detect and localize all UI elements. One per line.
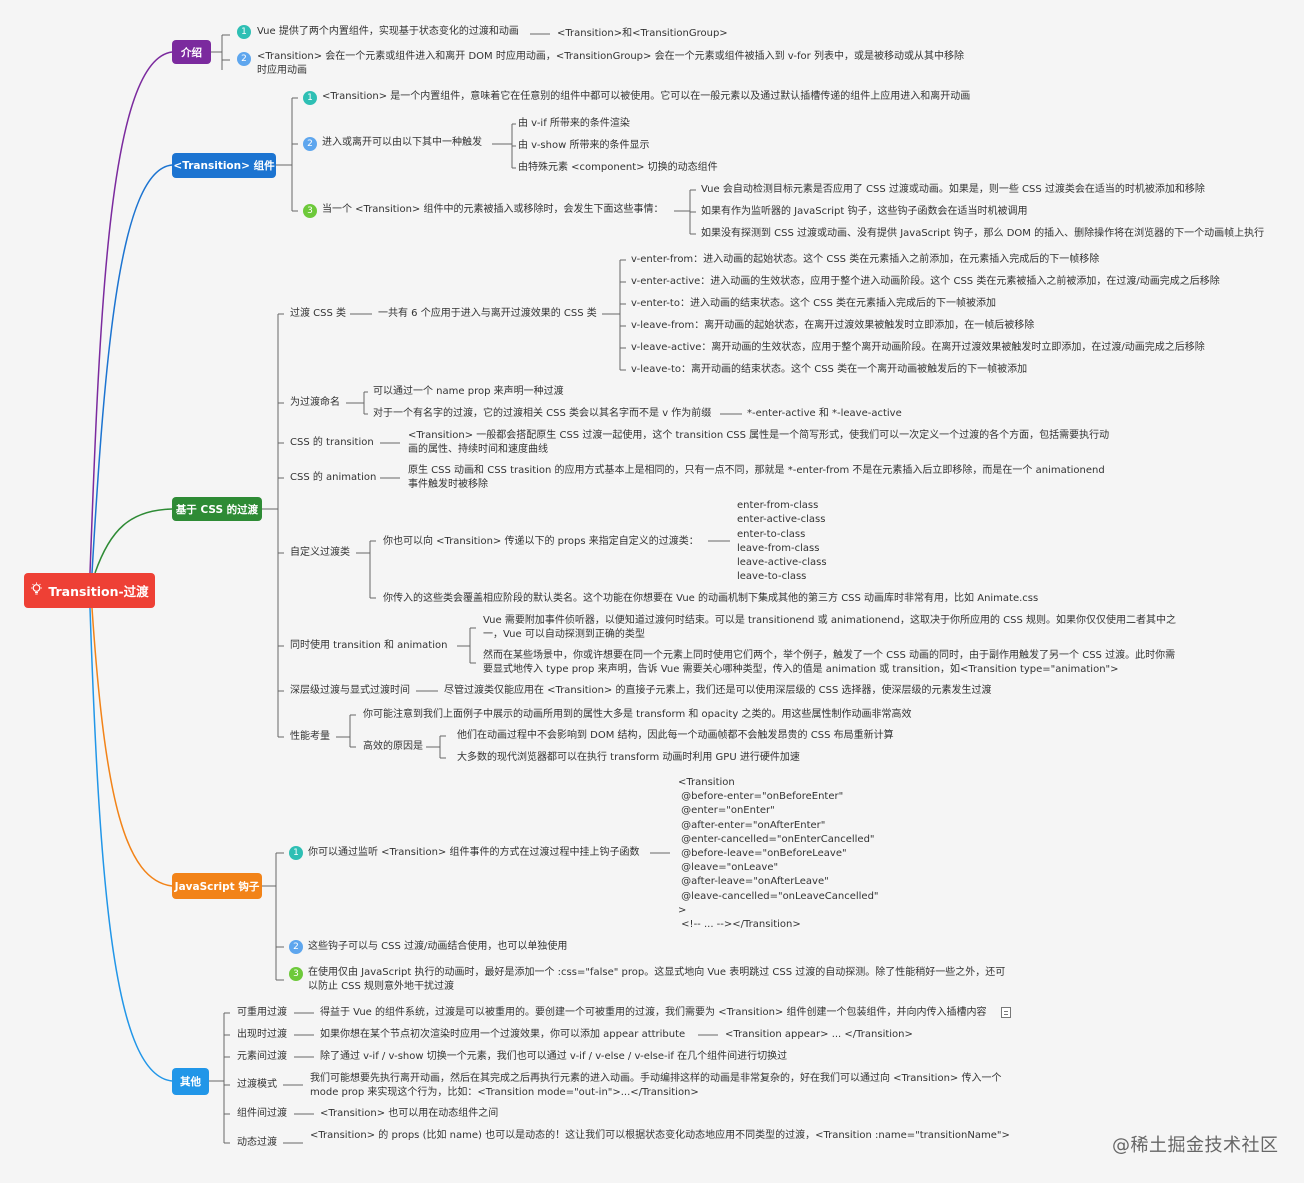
both-item: 然而在某些场景中，你或许想要在同一个元素上同时使用它们两个，举个例子，触发了一个…	[483, 650, 1176, 675]
transition-item-3: 当一个 <Transition> 组件中的元素被插入或移除时，会发生下面这些事情…	[322, 204, 664, 215]
css-class-item: v-enter-to：进入动画的结束状态。这个 CSS 类在元素插入完成后的下一…	[631, 298, 996, 309]
custom-classes-label: 自定义过渡类	[290, 547, 350, 558]
branch-node-css-transition[interactable]: 基于 CSS 的过渡	[172, 497, 262, 521]
naming-item: 对于一个有名字的过渡，它的过渡相关 CSS 类会以其名字而不是 v 作为前缀	[373, 408, 712, 419]
hooks-code-block: <Transition @before-enter="onBeforeEnter…	[678, 777, 879, 931]
number-badge: 1	[289, 846, 303, 860]
performance-reasons-label: 高效的原因是	[363, 741, 423, 752]
note-icon[interactable]	[1001, 1007, 1011, 1018]
number-badge: 1	[237, 25, 251, 39]
branch-node-js-hooks[interactable]: JavaScript 钩子	[172, 873, 262, 899]
performance-reason: 大多数的现代浏览器都可以在执行 transform 动画时利用 GPU 进行硬件…	[457, 752, 800, 763]
trigger-item: 由 v-show 所带来的条件显示	[518, 140, 650, 151]
others-item-label: 过渡模式	[237, 1079, 277, 1090]
event-item: 如果有作为监听器的 JavaScript 钩子，这些钩子函数会在适当时机被调用	[701, 206, 1028, 217]
transition-item-2: 进入或离开可以由以下其中一种触发	[322, 137, 482, 148]
others-item-text: <Transition> 也可以用在动态组件之间	[320, 1108, 499, 1119]
others-item-text: 我们可能想要先执行离开动画，然后在其完成之后再执行元素的进入动画。手动编排这样的…	[310, 1073, 1002, 1098]
css-class-item: v-leave-from：离开动画的起始状态，在离开过渡效果被触发时立即添加，在…	[631, 320, 1035, 331]
others-item-label: 可重用过渡	[237, 1007, 287, 1018]
custom-class-prop: enter-to-class	[737, 529, 806, 540]
both-item: Vue 需要附加事件侦听器，以便知道过渡何时结束。可以是 transitione…	[483, 615, 1176, 640]
css-transition-text: <Transition> 一般都会搭配原生 CSS 过渡一起使用，这个 tran…	[408, 430, 1110, 455]
css-animation-text: 原生 CSS 动画和 CSS trasition 的应用方式基本上是相同的，只有…	[408, 465, 1105, 490]
naming-item: 可以通过一个 name prop 来声明一种过渡	[373, 386, 564, 397]
js-item-2: 这些钩子可以与 CSS 过渡/动画结合使用，也可以单独使用	[308, 941, 568, 952]
nested-label: 深层级过渡与显式过渡时间	[290, 685, 410, 696]
others-item-text: 得益于 Vue 的组件系统，过渡是可以被重用的。要创建一个可被重用的过渡，我们需…	[320, 1007, 987, 1018]
root-node[interactable]: Transition-过渡	[24, 573, 155, 608]
branch-label: JavaScript 钩子	[174, 880, 260, 893]
trigger-item: 由特殊元素 <component> 切换的动态组件	[518, 162, 718, 173]
intro-item-2: <Transition> 会在一个元素或组件进入和离开 DOM 时应用动画，<T…	[257, 51, 964, 76]
css-transition-label: CSS 的 transition	[290, 437, 374, 448]
number-badge: 2	[289, 940, 303, 954]
css-animation-label: CSS 的 animation	[290, 472, 377, 483]
number-badge: 3	[289, 967, 303, 981]
js-item-3: 在使用仅由 JavaScript 执行的动画时，最好是添加一个 :css="fa…	[308, 967, 1006, 992]
transition-item-1: <Transition> 是一个内置组件，意味着它在任意别的组件中都可以被使用。…	[322, 91, 971, 102]
branch-label: 介绍	[181, 46, 202, 59]
custom-class-prop: leave-active-class	[737, 557, 827, 568]
performance-text: 你可能注意到我们上面例子中展示的动画所用到的属性大多是 transform 和 …	[363, 709, 912, 720]
performance-reason: 他们在动画过程中不会影响到 DOM 结构，因此每一个动画帧都不会触发昂贵的 CS…	[457, 730, 894, 741]
event-item: 如果没有探测到 CSS 过渡或动画、没有提供 JavaScript 钩子，那么 …	[701, 228, 1265, 239]
custom-class-prop: enter-active-class	[737, 514, 826, 525]
others-item-label: 出现时过渡	[237, 1029, 287, 1040]
others-item-label: 动态过渡	[237, 1137, 277, 1148]
branch-label: <Transition> 组件	[173, 160, 275, 172]
number-badge: 2	[237, 52, 251, 66]
lightbulb-icon	[30, 582, 43, 599]
number-badge: 1	[303, 91, 317, 105]
branch-label: 其他	[180, 1076, 201, 1088]
js-item-1: 你可以通过监听 <Transition> 组件事件的方式在过渡过程中挂上钩子函数	[308, 847, 640, 858]
css-classes-summary: 一共有 6 个应用于进入与离开过渡效果的 CSS 类	[378, 308, 597, 319]
both-label: 同时使用 transition 和 animation	[290, 640, 448, 651]
others-item-text: 除了通过 v-if / v-show 切换一个元素，我们也可以通过 v-if /…	[320, 1051, 788, 1062]
branch-node-transition-component[interactable]: <Transition> 组件	[172, 153, 276, 178]
branch-node-others[interactable]: 其他	[172, 1068, 209, 1095]
intro-item-1: Vue 提供了两个内置组件，实现基于状态变化的过渡和动画	[257, 26, 519, 37]
css-class-item: v-leave-to：离开动画的结束状态。这个 CSS 类在一个离开动画被触发后…	[631, 364, 1028, 375]
others-item-text: <Transition> 的 props (比如 name) 也可以是动态的！这…	[310, 1130, 1010, 1141]
number-badge: 2	[303, 137, 317, 151]
others-item-label: 元素间过渡	[237, 1051, 287, 1062]
others-item-label: 组件间过渡	[237, 1108, 287, 1119]
others-item-child: <Transition appear> ... </Transition>	[725, 1029, 913, 1040]
css-class-item: v-enter-active：进入动画的生效状态，应用于整个进入动画阶段。这个 …	[631, 276, 1220, 287]
nested-text: 尽管过渡类仅能应用在 <Transition> 的直接子元素上，我们还是可以使用…	[444, 685, 992, 696]
css-classes-label: 过渡 CSS 类	[290, 308, 347, 319]
naming-label: 为过渡命名	[290, 397, 340, 408]
watermark: @稀土掘金技术社区	[1112, 1135, 1279, 1156]
root-label: Transition-过渡	[48, 584, 149, 599]
custom-classes-intro: 你也可以向 <Transition> 传递以下的 props 来指定自定义的过渡…	[383, 536, 699, 547]
custom-classes-note: 你传入的这些类会覆盖相应阶段的默认类名。这个功能在你想要在 Vue 的动画机制下…	[383, 593, 1039, 604]
trigger-item: 由 v-if 所带来的条件渲染	[518, 118, 630, 129]
number-badge: 3	[303, 204, 317, 218]
intro-item-1-child: <Transition>和<TransitionGroup>	[557, 28, 728, 39]
branch-label: 基于 CSS 的过渡	[175, 503, 259, 516]
performance-label: 性能考量	[290, 731, 330, 742]
branch-node-intro[interactable]: 介绍	[172, 40, 211, 64]
naming-child: *-enter-active 和 *-leave-active	[747, 408, 902, 419]
custom-class-prop: enter-from-class	[737, 500, 819, 511]
css-class-item: v-enter-from：进入动画的起始状态。这个 CSS 类在元素插入之前添加…	[631, 254, 1100, 265]
css-class-item: v-leave-active：离开动画的生效状态，应用于整个离开动画阶段。在离开…	[631, 342, 1205, 353]
custom-class-prop: leave-from-class	[737, 543, 820, 554]
others-item-text: 如果你想在某个节点初次渲染时应用一个过渡效果，你可以添加 appear attr…	[320, 1029, 686, 1040]
custom-class-prop: leave-to-class	[737, 571, 807, 582]
event-item: Vue 会自动检测目标元素是否应用了 CSS 过渡或动画。如果是，则一些 CSS…	[701, 184, 1205, 195]
